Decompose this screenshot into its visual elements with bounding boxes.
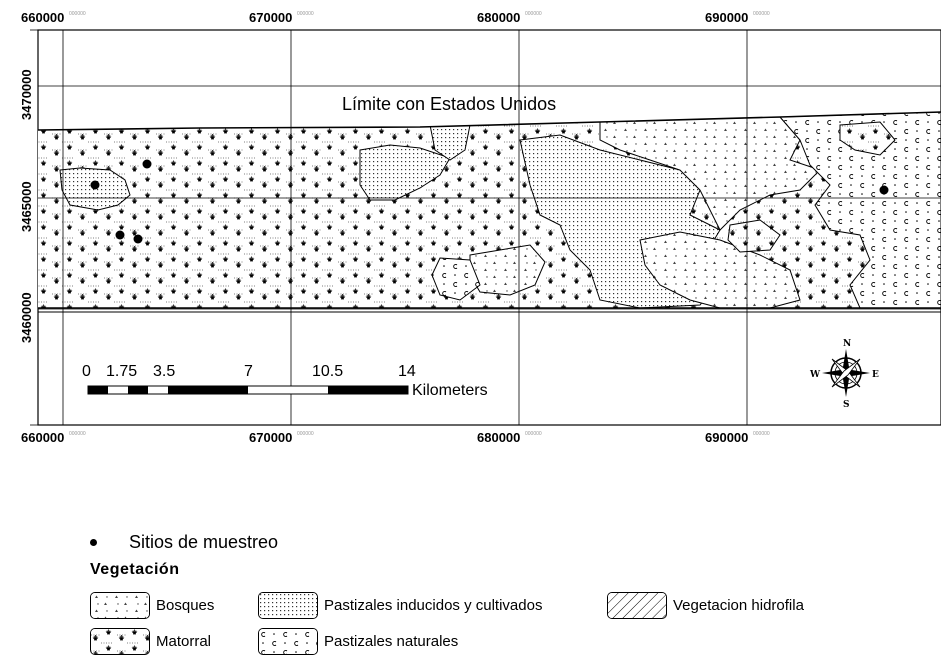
legend-item-label: Bosques xyxy=(156,597,215,614)
border-line xyxy=(37,111,941,131)
naturales-patch xyxy=(778,112,941,308)
x-tick-label: 680000 xyxy=(477,430,520,445)
legend-sites: Sitios de muestreo xyxy=(80,532,278,553)
pastizales-inducidos-icon xyxy=(258,592,318,619)
scale-segment xyxy=(128,386,148,394)
pastizales-naturales-icon xyxy=(258,628,318,655)
sample-site-icon xyxy=(90,539,97,546)
y-tick-label: 3465000 xyxy=(19,181,34,232)
bosques-icon xyxy=(90,592,150,619)
x-tick-label: 660000 xyxy=(21,10,64,25)
scale-label-2: 3.5 xyxy=(153,363,175,380)
x-tick-suffix: 000000 xyxy=(297,431,314,437)
vegetation-area xyxy=(38,112,941,308)
vegetation-map: 660000 000000 670000 000000 680000 000000 6900… xyxy=(19,10,941,445)
scale-segment xyxy=(168,386,248,394)
scale-segment xyxy=(88,386,108,394)
x-tick-label: 670000 xyxy=(249,10,292,25)
x-tick-label: 670000 xyxy=(249,430,292,445)
y-tick-labels: 3470000 3465000 3460000 xyxy=(19,69,34,343)
matorral-patch xyxy=(839,121,896,156)
scale-label-5: 14 xyxy=(398,363,416,380)
sample-site-marker xyxy=(879,185,889,195)
scale-label-1: 1.75 xyxy=(106,363,137,380)
legend-item-label: Vegetacion hidrofila xyxy=(673,597,804,614)
sample-sites xyxy=(90,159,889,244)
hidrofila-icon xyxy=(607,592,667,619)
scale-bar: 0 1.75 3.5 7 10.5 14 Kilometers xyxy=(82,363,488,399)
legend-item-bosques: Bosques xyxy=(90,592,214,619)
scale-segment xyxy=(328,386,408,394)
sample-site-marker xyxy=(142,159,152,169)
legend-item-matorral: Matorral xyxy=(90,628,211,655)
compass-south: S xyxy=(843,400,850,410)
x-tick-label: 690000 xyxy=(705,10,748,25)
compass-rose-icon: N S E W xyxy=(809,339,879,410)
legend-item-hidrofila: Vegetacion hidrofila xyxy=(607,592,804,619)
x-tick-suffix: 000000 xyxy=(753,11,770,17)
sample-site-marker xyxy=(90,180,100,190)
scale-label-0: 0 xyxy=(82,363,91,380)
legend-item-label: Pastizales inducidos y cultivados xyxy=(324,597,543,614)
compass-north: N xyxy=(843,339,851,349)
border-label: Límite con Estados Unidos xyxy=(342,94,556,114)
scale-label-3: 7 xyxy=(244,363,253,380)
compass-east: E xyxy=(872,370,879,380)
matorral-patch xyxy=(727,219,781,253)
legend-title: Vegetación xyxy=(90,561,180,578)
x-tick-labels-bottom: 660000 000000 670000 000000 680000 000000 6900… xyxy=(21,430,770,445)
x-tick-suffix: 000000 xyxy=(525,11,542,17)
naturales-patch xyxy=(431,257,481,301)
scale-label-4: 10.5 xyxy=(312,363,343,380)
x-tick-label: 690000 xyxy=(705,430,748,445)
x-tick-suffix: 000000 xyxy=(69,431,86,437)
x-tick-labels-top: 660000 000000 670000 000000 680000 000000 6900… xyxy=(21,10,770,25)
bosques-patch xyxy=(639,231,801,308)
grid-lines xyxy=(30,29,941,426)
sample-site-marker xyxy=(115,230,125,240)
matorral-icon xyxy=(90,628,150,655)
x-tick-label: 660000 xyxy=(21,430,64,445)
x-tick-label: 680000 xyxy=(477,10,520,25)
inducidos-patch xyxy=(359,144,451,201)
legend-item-pastizales-inducidos: Pastizales inducidos y cultivados xyxy=(258,592,542,619)
y-tick-label: 3470000 xyxy=(19,69,34,120)
legend-item-pastizales-naturales: Pastizales naturales xyxy=(258,628,458,655)
compass-west: W xyxy=(809,370,821,380)
scale-unit-label: Kilometers xyxy=(412,382,488,399)
x-tick-suffix: 000000 xyxy=(69,11,86,17)
sample-site-marker xyxy=(133,234,143,244)
legend-item-label: Pastizales naturales xyxy=(324,633,459,650)
y-tick-label: 3460000 xyxy=(19,292,34,343)
x-tick-suffix: 000000 xyxy=(297,11,314,17)
bosques-patch xyxy=(599,116,821,231)
x-tick-suffix: 000000 xyxy=(753,431,770,437)
legend-item-label: Matorral xyxy=(156,633,212,650)
legend-sites-label: Sitios de muestreo xyxy=(129,532,279,552)
x-tick-suffix: 000000 xyxy=(525,431,542,437)
